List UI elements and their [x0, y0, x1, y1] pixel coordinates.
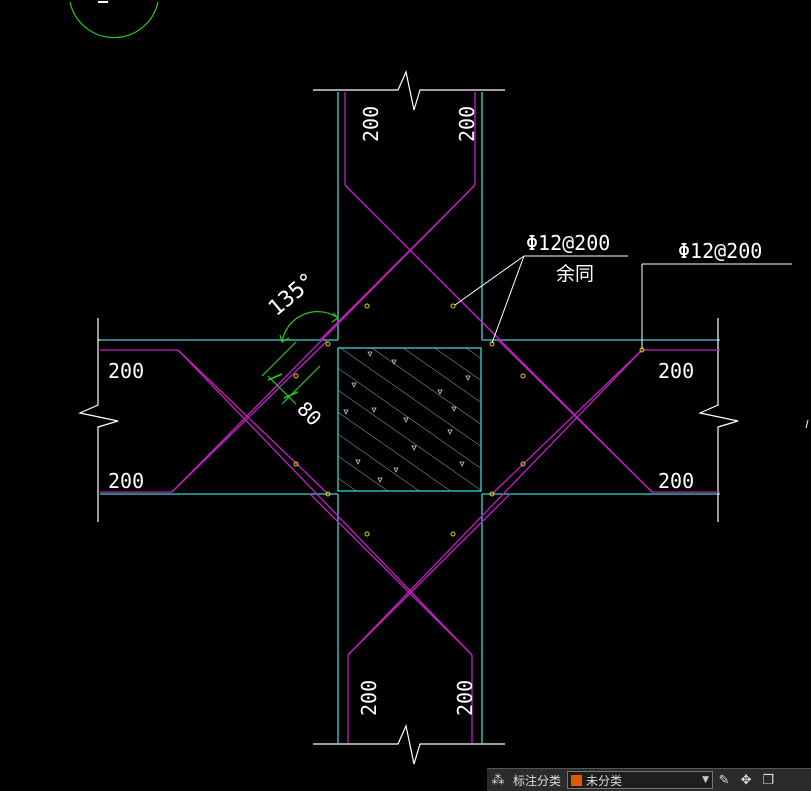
- angle-dimension: [279, 311, 339, 343]
- rebar-lines: [100, 92, 720, 743]
- rebar-label-left-sub: 余同: [556, 263, 594, 285]
- rebar-label-left: Φ12@200: [526, 231, 610, 255]
- dim-200-bottom-left: 200: [357, 680, 381, 716]
- break-lines: [78, 70, 739, 765]
- annotation-category-select[interactable]: 未分类 ▼: [567, 771, 714, 789]
- category-color-swatch: [571, 774, 583, 786]
- concrete-column: [337, 347, 482, 492]
- edge-marker: [805, 419, 809, 429]
- dim-80-label: 80: [292, 397, 326, 431]
- dim-200-top-left: 200: [359, 106, 383, 142]
- dim-200-right-bottom: 200: [658, 469, 694, 493]
- aggregate-marks: [343, 351, 471, 483]
- wall-outline: [100, 92, 720, 743]
- dim-200-left-bottom: 200: [108, 469, 144, 493]
- dim-200-left-top: 200: [108, 359, 144, 383]
- dim-80-lines: [261, 341, 321, 405]
- dim-200-right-top: 200: [658, 359, 694, 383]
- copy-icon[interactable]: ❐: [762, 772, 774, 788]
- dim-200-bottom-right: 200: [453, 680, 477, 716]
- rebar-dots: [293, 303, 645, 537]
- rebar-leaders: [454, 255, 792, 349]
- move-icon[interactable]: ✥: [740, 772, 752, 788]
- annotation-toolbar: ⁂ 标注分类 未分类 ▼ ✎ ✥ ❐: [487, 768, 811, 791]
- edit-icon[interactable]: ✎: [718, 772, 730, 788]
- angle-label: 135°: [264, 268, 321, 321]
- dim-200-top-right: 200: [455, 106, 479, 142]
- partial-circle: [69, 1, 159, 39]
- rebar-label-right: Φ12@200: [678, 239, 762, 263]
- grid-icon[interactable]: ⁂: [491, 772, 505, 788]
- category-selected-value: 未分类: [586, 773, 623, 788]
- chevron-down-icon: ▼: [702, 775, 710, 785]
- annotation-category-label: 标注分类: [513, 773, 562, 788]
